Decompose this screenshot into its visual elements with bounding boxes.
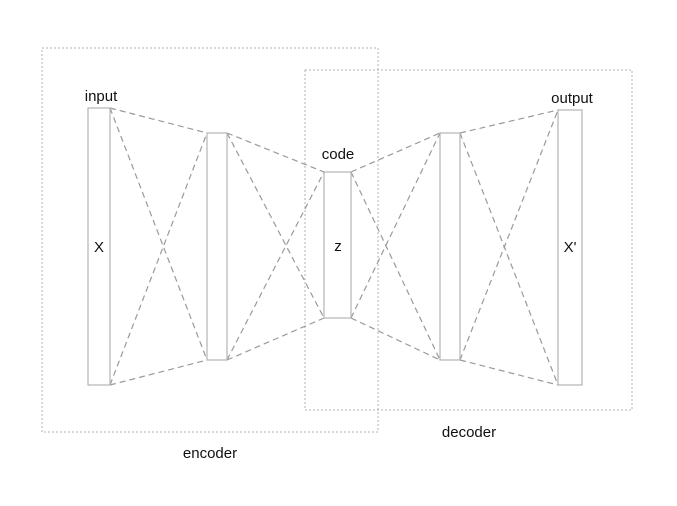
code-layer	[323, 171, 352, 319]
code-variable-label: z	[334, 238, 342, 255]
connection-line	[350, 132, 441, 319]
connection-line	[459, 109, 559, 361]
connection-line	[109, 107, 208, 134]
input-variable-label: X	[94, 239, 104, 256]
encoder-box	[41, 47, 379, 433]
encoder-label: encoder	[183, 445, 237, 462]
input-layer	[87, 107, 111, 386]
layers	[87, 107, 583, 386]
connection-line	[350, 317, 441, 361]
output-layer	[557, 109, 583, 386]
decoder-box	[304, 69, 633, 411]
connection-line	[459, 132, 559, 386]
code-label: code	[322, 146, 355, 163]
connection-line	[350, 171, 441, 361]
connection-line	[109, 132, 208, 386]
connection-line	[226, 132, 325, 173]
connection-line	[109, 107, 208, 361]
connection-line	[226, 171, 325, 361]
connection-line	[109, 359, 208, 386]
connection-line	[350, 132, 441, 173]
output-variable-label: X'	[564, 239, 577, 256]
decoder-hidden-layer	[439, 132, 461, 361]
decoder-label: decoder	[442, 424, 496, 441]
connection-line	[226, 317, 325, 361]
input-label: input	[85, 88, 118, 105]
connections	[109, 107, 559, 386]
connection-line	[459, 109, 559, 134]
connection-line	[459, 359, 559, 386]
output-label: output	[551, 90, 594, 107]
connection-line	[226, 132, 325, 319]
encoder-hidden-layer	[206, 132, 228, 361]
labels: input code output X z X' encoder decoder	[85, 88, 594, 462]
